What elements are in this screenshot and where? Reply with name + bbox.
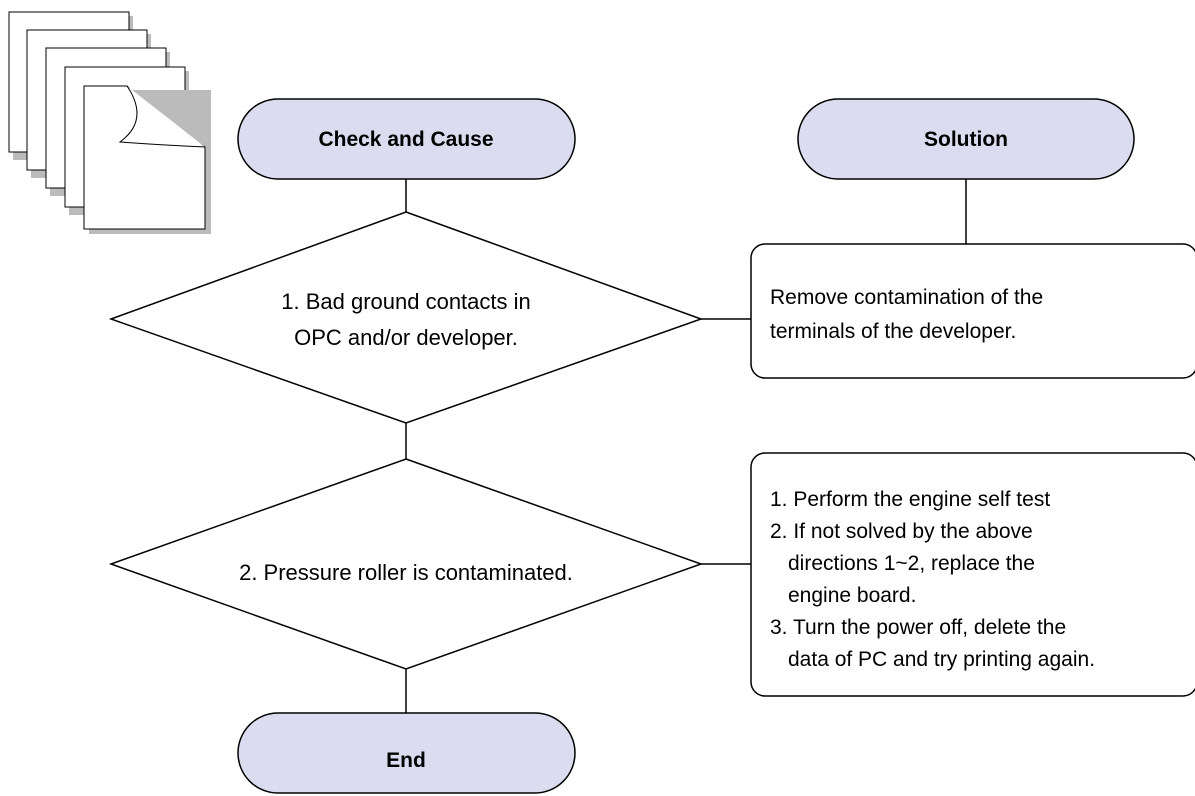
solution-2-line-4: engine board. bbox=[788, 584, 916, 607]
solution-2-line-3: directions 1~2, replace the bbox=[788, 552, 1035, 575]
paper-stack-icon bbox=[8, 11, 211, 234]
solution-2-line-2: 2. If not solved by the above bbox=[770, 520, 1033, 543]
solution-2-line-6: data of PC and try printing again. bbox=[788, 648, 1095, 671]
check-cause-label: Check and Cause bbox=[318, 128, 493, 151]
decision-2: 2. Pressure roller is contaminated. bbox=[108, 458, 704, 670]
solution-box-2: 1. Perform the engine self test 2. If no… bbox=[750, 452, 1195, 697]
solution-box-1: Remove contamination of the terminals of… bbox=[750, 243, 1195, 379]
decision-1-line-1: 1. Bad ground contacts in bbox=[281, 289, 531, 314]
decision-2-line-1: 2. Pressure roller is contaminated. bbox=[239, 560, 573, 585]
solution-2-line-1: 1. Perform the engine self test bbox=[770, 488, 1050, 511]
solution-1-line-2: terminals of the developer. bbox=[770, 320, 1016, 343]
solution-terminal: Solution bbox=[797, 98, 1135, 180]
end-terminal: End bbox=[237, 712, 576, 794]
solution-2-line-5: 3. Turn the power off, delete the bbox=[770, 616, 1066, 639]
solution-1-line-1: Remove contamination of the bbox=[770, 286, 1043, 309]
end-label: End bbox=[386, 749, 426, 772]
decision-1-line-2: OPC and/or developer. bbox=[294, 325, 518, 350]
solution-label: Solution bbox=[924, 128, 1008, 151]
check-cause-terminal: Check and Cause bbox=[237, 98, 576, 180]
decision-1: 1. Bad ground contacts in OPC and/or dev… bbox=[108, 211, 704, 424]
